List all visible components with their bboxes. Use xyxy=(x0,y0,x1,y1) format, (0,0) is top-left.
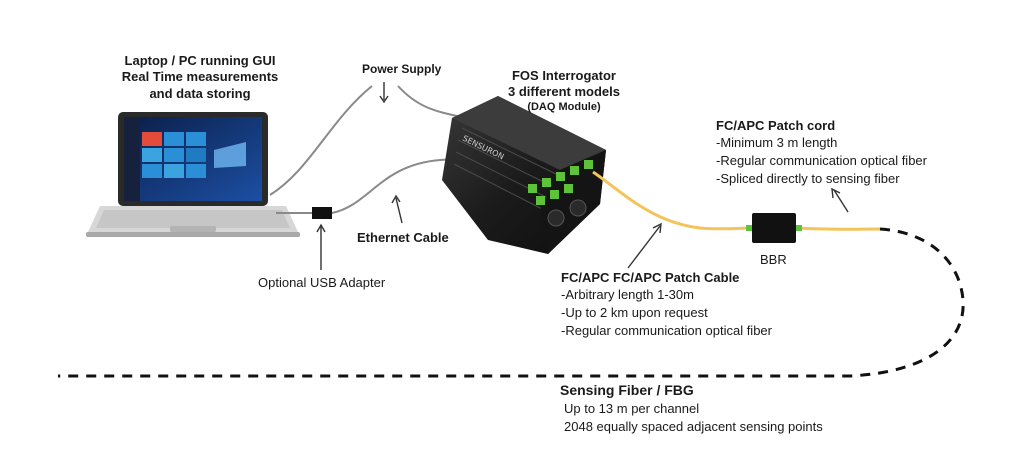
patch-cord-detail: -Minimum 3 m length xyxy=(716,135,838,151)
sensing-fiber-details: Up to 13 m per channel 2048 equally spac… xyxy=(564,400,823,436)
patch-cord-block: FC/APC Patch cord -Minimum 3 m length -R… xyxy=(716,118,927,188)
usb-adapter-label: Optional USB Adapter xyxy=(258,275,386,290)
pointer-arrows xyxy=(316,82,849,270)
sensing-fiber-line xyxy=(58,227,965,378)
laptop-icon xyxy=(86,112,300,237)
interrogator-title-line-1: FOS Interrogator xyxy=(511,68,616,83)
laptop-title: Laptop / PC running GUI Real Time measur… xyxy=(100,53,300,102)
patch-cable-detail: -Up to 2 km upon request xyxy=(561,305,708,321)
sensing-fiber-detail: Up to 13 m per channel xyxy=(564,400,700,416)
patch-cord-details: -Minimum 3 m length -Regular communicati… xyxy=(716,134,927,188)
patch-cable-title: FC/APC FC/APC Patch Cable xyxy=(561,270,740,285)
patch-cable-detail: -Regular communication optical fiber xyxy=(561,323,772,339)
sensing-fiber-detail: 2048 equally spaced adjacent sensing poi… xyxy=(564,418,823,434)
bbr-label: BBR xyxy=(760,252,787,267)
patch-cable-details: -Arbitrary length 1-30m -Up to 2 km upon… xyxy=(561,286,772,340)
patch-cable-block: FC/APC FC/APC Patch Cable -Arbitrary len… xyxy=(561,270,772,340)
ethernet-cable-label: Ethernet Cable xyxy=(357,230,449,245)
connector-ports xyxy=(528,160,593,205)
interrogator-device: SENSURON xyxy=(442,96,606,254)
optical-fiber xyxy=(592,170,881,231)
patch-cable-detail: -Arbitrary length 1-30m xyxy=(561,287,694,303)
patch-cord-title: FC/APC Patch cord xyxy=(716,118,836,133)
sensing-fiber-block: Sensing Fiber / FBG Up to 13 m per chann… xyxy=(560,382,823,436)
patch-cord-detail: -Spliced directly to sensing fiber xyxy=(716,171,900,187)
laptop-title-line-1: Laptop / PC running GUI xyxy=(124,53,276,68)
interrogator-title: FOS Interrogator 3 different models (DAQ… xyxy=(484,68,644,114)
sensing-fiber-title: Sensing Fiber / FBG xyxy=(560,382,694,398)
laptop-title-line-2: Real Time measurements xyxy=(121,69,279,85)
daq-module-label: (DAQ Module) xyxy=(527,100,601,113)
usb-adapter-icon xyxy=(312,207,332,219)
interrogator-title-line-2: 3 different models xyxy=(508,84,620,100)
patch-cord-detail: -Regular communication optical fiber xyxy=(716,153,927,169)
bbr-icon xyxy=(746,213,802,243)
power-cable xyxy=(269,85,467,196)
power-supply-label: Power Supply xyxy=(362,62,442,76)
laptop-title-line-3: and data storing xyxy=(149,85,251,101)
